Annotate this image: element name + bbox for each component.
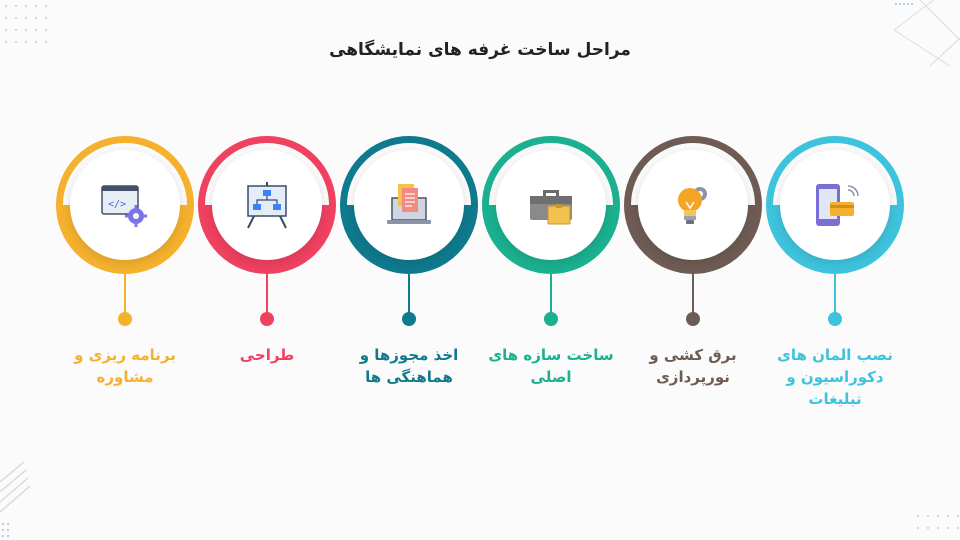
- flowchart-board-icon: [247, 182, 287, 229]
- code-settings-icon: </>: [101, 185, 147, 227]
- dot-grid-bottom-right: [916, 514, 960, 530]
- dot-grid-top-left: [4, 4, 48, 44]
- step-lighting: برق کشی و نورپردازی: [618, 0, 768, 540]
- step-dot: [544, 312, 558, 326]
- step-label: نصب المان های دکوراسیون و تبلیغات: [777, 346, 893, 408]
- step-structures: ساخت سازه های اصلی: [476, 0, 626, 540]
- step-connector: [834, 274, 836, 314]
- step-label: طراحی: [239, 346, 295, 364]
- step-connector: [266, 274, 268, 314]
- lightbulb-gear-icon: [678, 187, 707, 224]
- diagonal-lines-top-right: [893, 0, 960, 67]
- laptop-documents-icon: [387, 184, 431, 224]
- step-dot: [260, 312, 274, 326]
- phone-card-icon: [816, 184, 859, 226]
- step-label: اخذ مجوزها و هماهنگی ها: [359, 346, 459, 386]
- svg-text:</>: </>: [108, 199, 126, 210]
- step-dot: [402, 312, 416, 326]
- step-connector: [692, 274, 694, 314]
- step-permits: اخذ مجوزها و هماهنگی ها: [334, 0, 484, 540]
- step-connector: [550, 274, 552, 314]
- step-dot: [828, 312, 842, 326]
- step-connector: [408, 274, 410, 314]
- step-planning: </> برنامه ریزی و مشاوره: [50, 0, 200, 540]
- step-dot: [686, 312, 700, 326]
- step-label: ساخت سازه های اصلی: [488, 346, 614, 386]
- step-connector: [124, 274, 126, 314]
- step-design: طراحی: [192, 0, 342, 540]
- step-label: برق کشی و نورپردازی: [649, 346, 737, 386]
- step-decoration: نصب المان های دکوراسیون و تبلیغات: [760, 0, 910, 540]
- step-dot: [118, 312, 132, 326]
- page-title: مراحل ساخت غرفه های نمایشگاهی: [329, 40, 631, 60]
- diagonal-lines-bottom-left: [0, 461, 31, 537]
- toolbox-icon: [530, 190, 572, 225]
- step-label: برنامه ریزی و مشاوره: [74, 346, 176, 386]
